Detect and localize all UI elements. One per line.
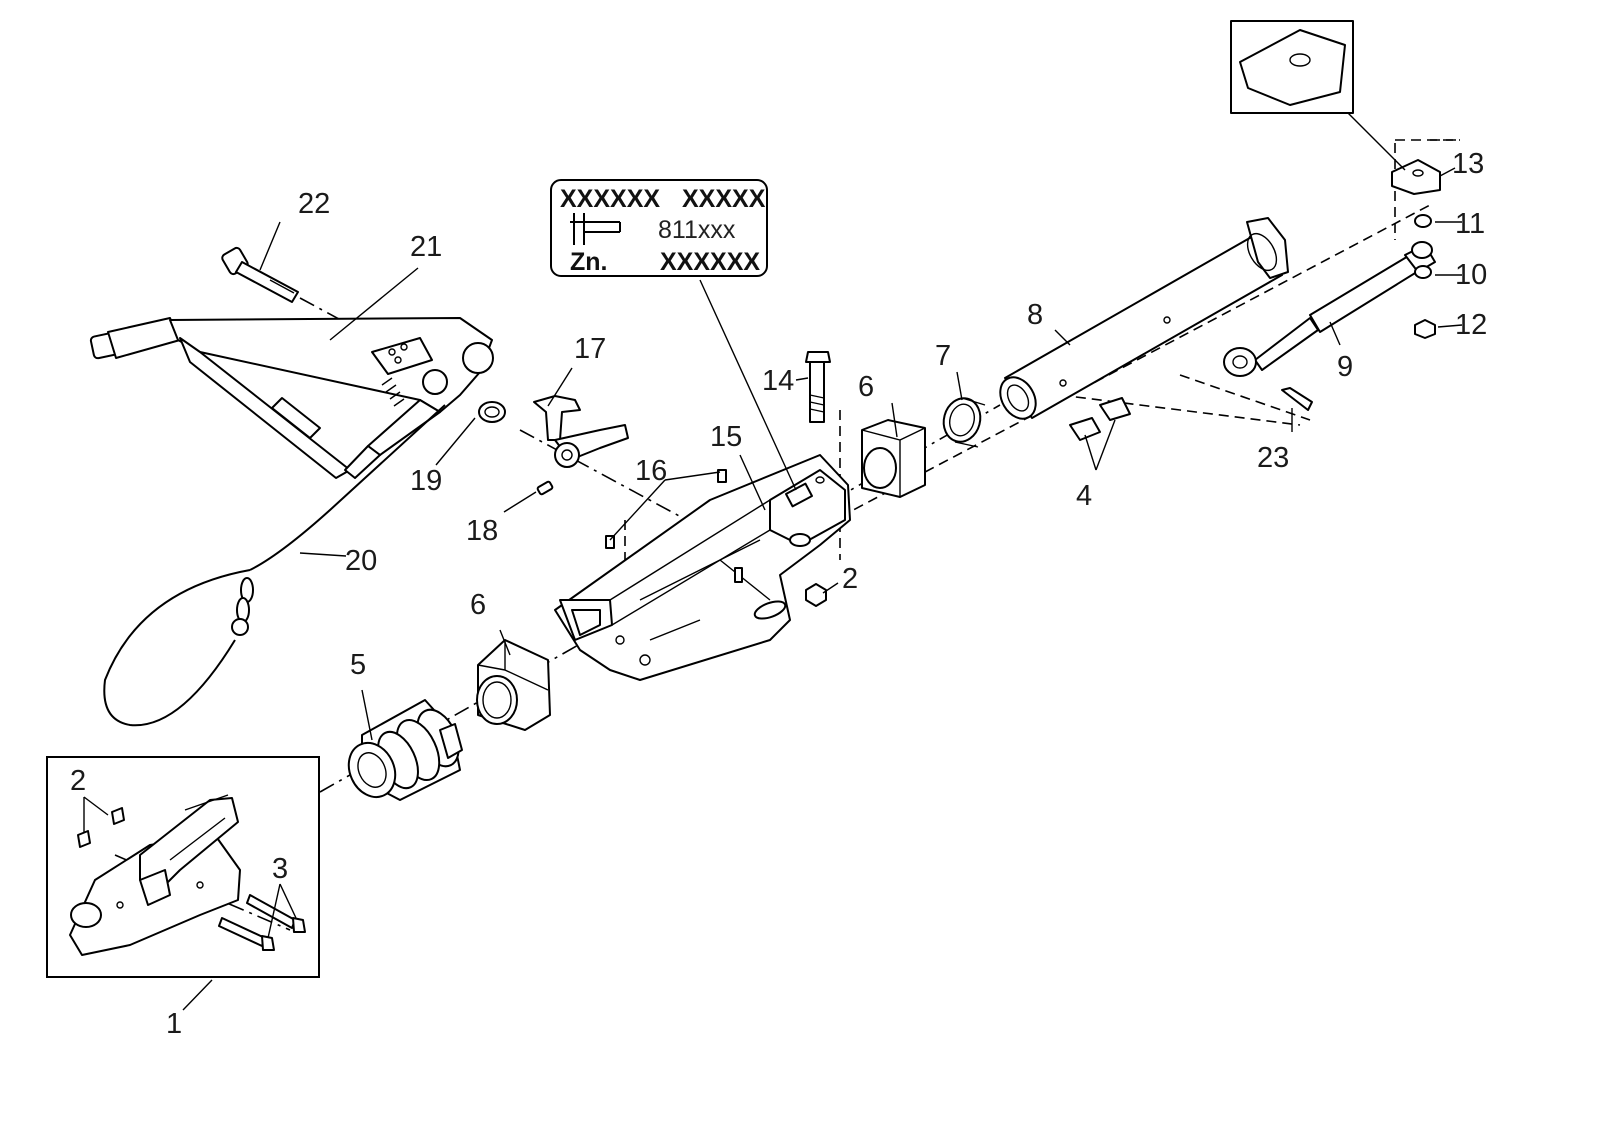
callout-numbers: 1 2 2 3 4 5 6 6 7 8 9 10 11 12 13 14 15 … <box>70 148 1487 1040</box>
bushing-part-6-upper <box>861 419 926 498</box>
callout-7: 7 <box>935 340 951 372</box>
callout-12: 12 <box>1455 309 1487 341</box>
callout-5: 5 <box>350 649 366 681</box>
washer-part-11 <box>1414 214 1432 228</box>
nut-part-12 <box>1414 319 1436 339</box>
callout-21: 21 <box>410 231 442 263</box>
callout-6-upper: 6 <box>858 371 874 403</box>
callout-22: 22 <box>298 188 330 220</box>
callout-17: 17 <box>574 333 606 365</box>
catch-lever-part-17 <box>533 395 629 468</box>
vertical-bolt-part-14 <box>805 351 831 423</box>
callout-16: 16 <box>635 455 667 487</box>
shock-absorber-part-9 <box>1223 241 1436 377</box>
drawbar-tube-part-8 <box>999 217 1289 420</box>
nameplate-line1-left: XXXXXX <box>560 185 660 213</box>
callout-6-lower: 6 <box>470 589 486 621</box>
callout-8: 8 <box>1027 299 1043 331</box>
ring-part-7 <box>942 397 986 448</box>
callout-23: 23 <box>1257 442 1289 474</box>
callout-10: 10 <box>1455 259 1487 291</box>
bolt-part-22 <box>221 246 351 326</box>
pin-part-23 <box>1281 387 1313 411</box>
callout-2-housing: 2 <box>842 563 858 595</box>
bushing-part-6-lower <box>476 639 551 731</box>
callout-2-coupling: 2 <box>70 765 86 797</box>
callout-20: 20 <box>345 545 377 577</box>
leader-lines <box>83 167 1463 1011</box>
sleeve-part-4 <box>1069 397 1131 441</box>
grease-nipple-part-16 <box>605 469 727 549</box>
nameplate-code: 811xxx <box>658 216 736 244</box>
callout-1: 1 <box>166 1008 182 1040</box>
washer-part-10 <box>1414 265 1432 279</box>
bellows-part-5 <box>347 699 463 801</box>
callout-14: 14 <box>762 365 794 397</box>
nameplate-zn-label: Zn. <box>570 248 608 276</box>
callout-19: 19 <box>410 465 442 497</box>
callout-11: 11 <box>1455 208 1485 240</box>
nameplate-zn-value: XXXXXX <box>660 248 760 276</box>
washer-part-19 <box>478 401 506 423</box>
nut-part-2-housing <box>805 583 827 607</box>
callout-13: 13 <box>1452 148 1484 180</box>
callout-18: 18 <box>466 515 498 547</box>
callout-9: 9 <box>1337 351 1353 383</box>
nameplate-line1-right: XXXXX <box>682 185 766 213</box>
callout-4: 4 <box>1076 480 1092 512</box>
callout-15: 15 <box>710 421 742 453</box>
slide-plate-part-13 <box>1230 20 1441 195</box>
breakaway-cable-part-20 <box>103 404 446 727</box>
callout-3: 3 <box>272 853 288 885</box>
coupling-head-part-1 <box>46 756 320 978</box>
drawbar-housing-part-15 <box>554 454 851 681</box>
nameplate-label: XXXXXX XXXXX 811xxx Zn. XXXXXX <box>550 179 768 277</box>
grub-screw-part-18 <box>536 480 554 496</box>
hand-brake-lever-part-21 <box>89 317 494 479</box>
